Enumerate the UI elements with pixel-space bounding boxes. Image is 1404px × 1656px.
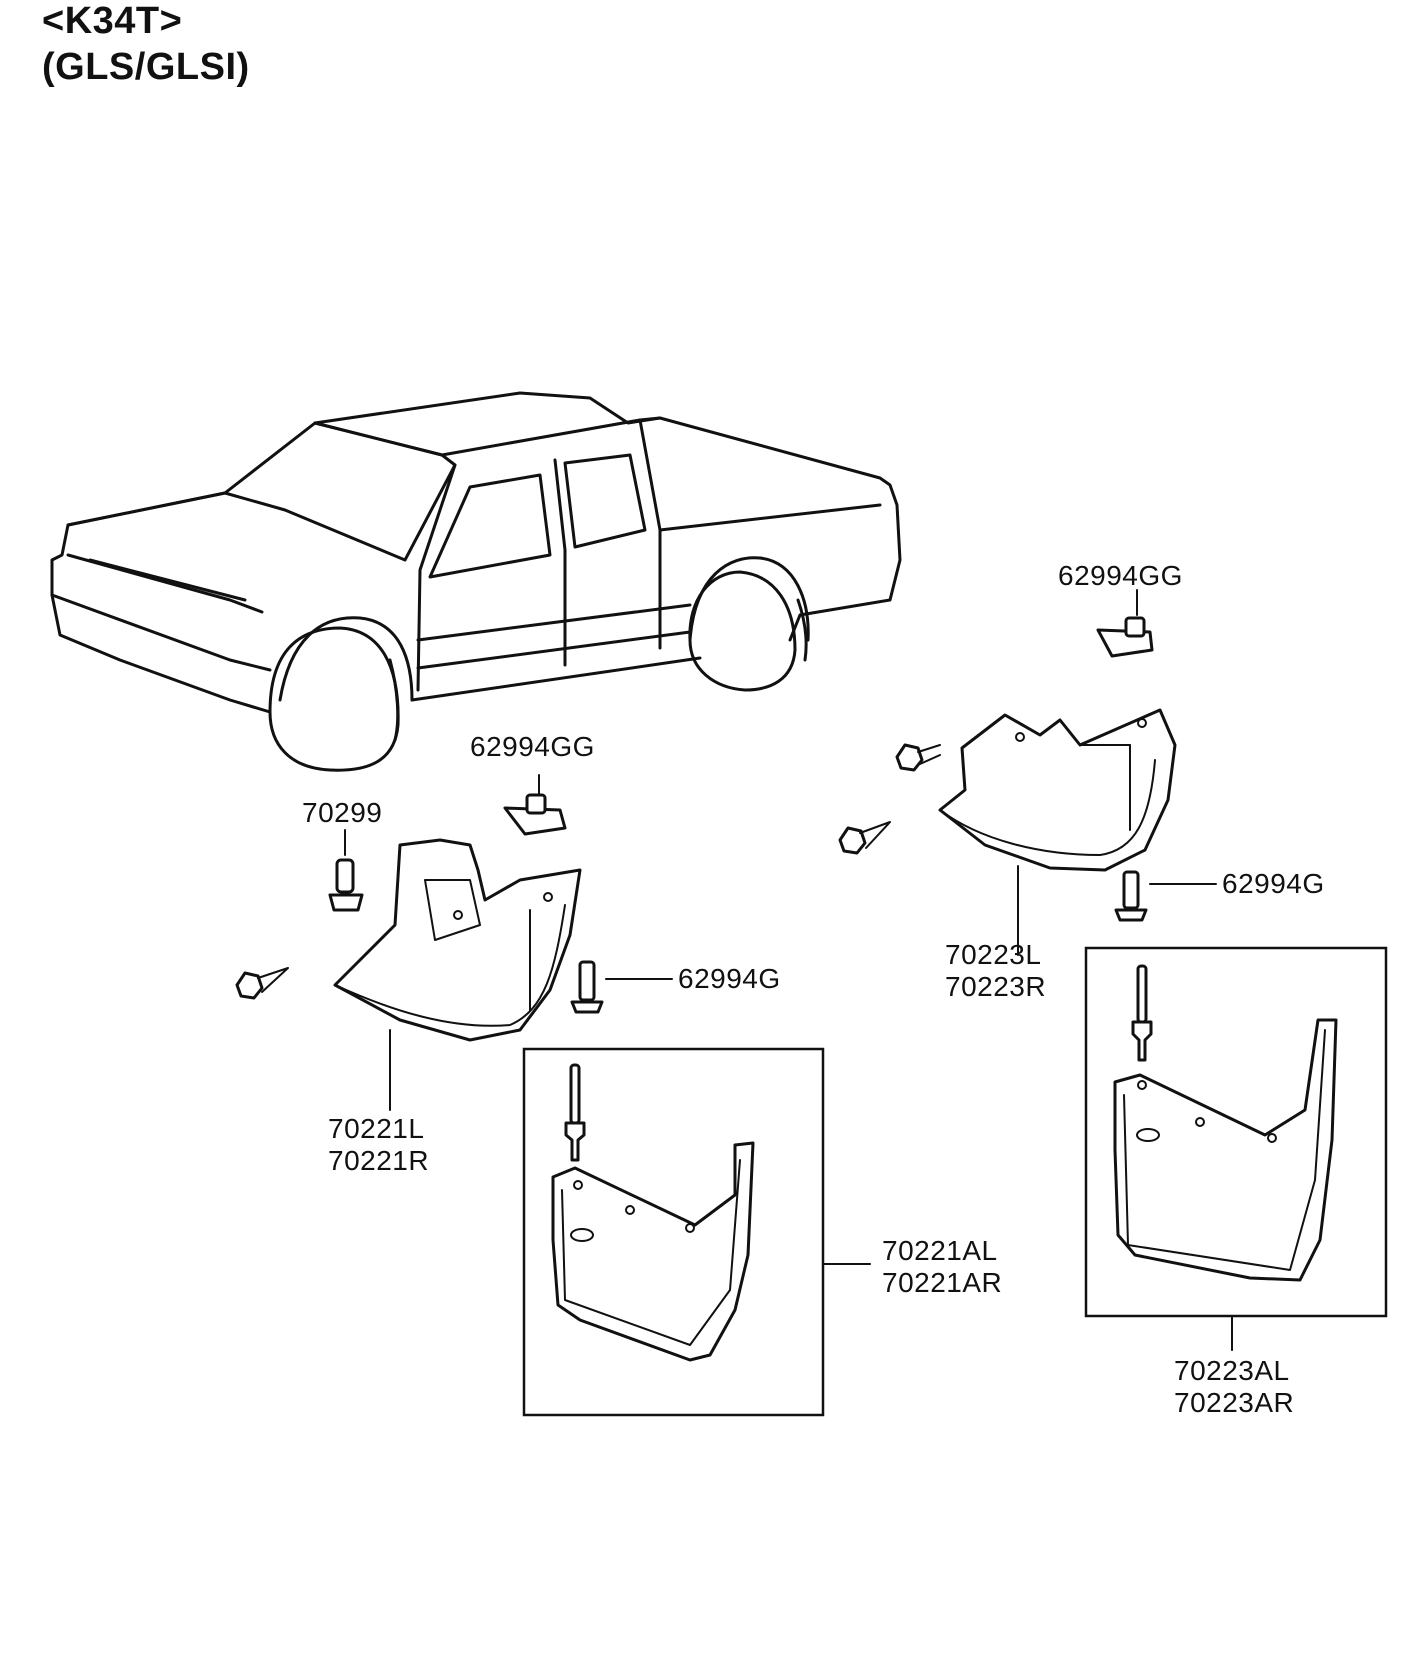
part-number-guard-right-r: 70223R <box>945 971 1046 1002</box>
rivet-icon <box>570 960 673 1014</box>
part-number-rivet-right: 62994G <box>1222 868 1325 899</box>
part-number-clip-upper: 62994GG <box>1058 560 1183 591</box>
bolt-icon <box>838 821 891 855</box>
diagram-title-trim: (GLS/GLSI) <box>42 46 250 88</box>
retainer-clip-icon <box>503 774 567 836</box>
front-splash-guard-icon <box>333 838 582 1111</box>
rivet-icon <box>1114 870 1217 922</box>
part-number-rivet-center: 62994G <box>678 963 781 994</box>
pickup-truck-illustration <box>50 391 902 772</box>
part-number-guard-left-l: 70221L <box>328 1113 424 1144</box>
part-number-flap-front-l: 70221AL <box>882 1235 998 1266</box>
screw-icon <box>328 829 364 912</box>
part-number-clip-center: 62994GG <box>470 731 595 762</box>
rear-splash-guard-icon <box>938 708 1177 956</box>
bolt-icon <box>895 743 941 772</box>
part-number-flap-front-r: 70221AR <box>882 1267 1002 1298</box>
rear-mud-flap-kit-icon <box>1084 946 1388 1351</box>
part-number-guard-right-l: 70223L <box>945 939 1041 970</box>
part-number-flap-rear-r: 70223AR <box>1174 1387 1294 1418</box>
part-number-flap-rear-l: 70223AL <box>1174 1355 1290 1386</box>
part-number-guard-left-r: 70221R <box>328 1145 429 1176</box>
diagram-title-model: <K34T> <box>42 0 183 42</box>
retainer-clip-icon <box>1096 589 1154 658</box>
part-number-screw: 70299 <box>302 797 382 828</box>
front-mud-flap-kit-icon <box>522 1047 871 1417</box>
bolt-icon <box>235 967 289 1000</box>
